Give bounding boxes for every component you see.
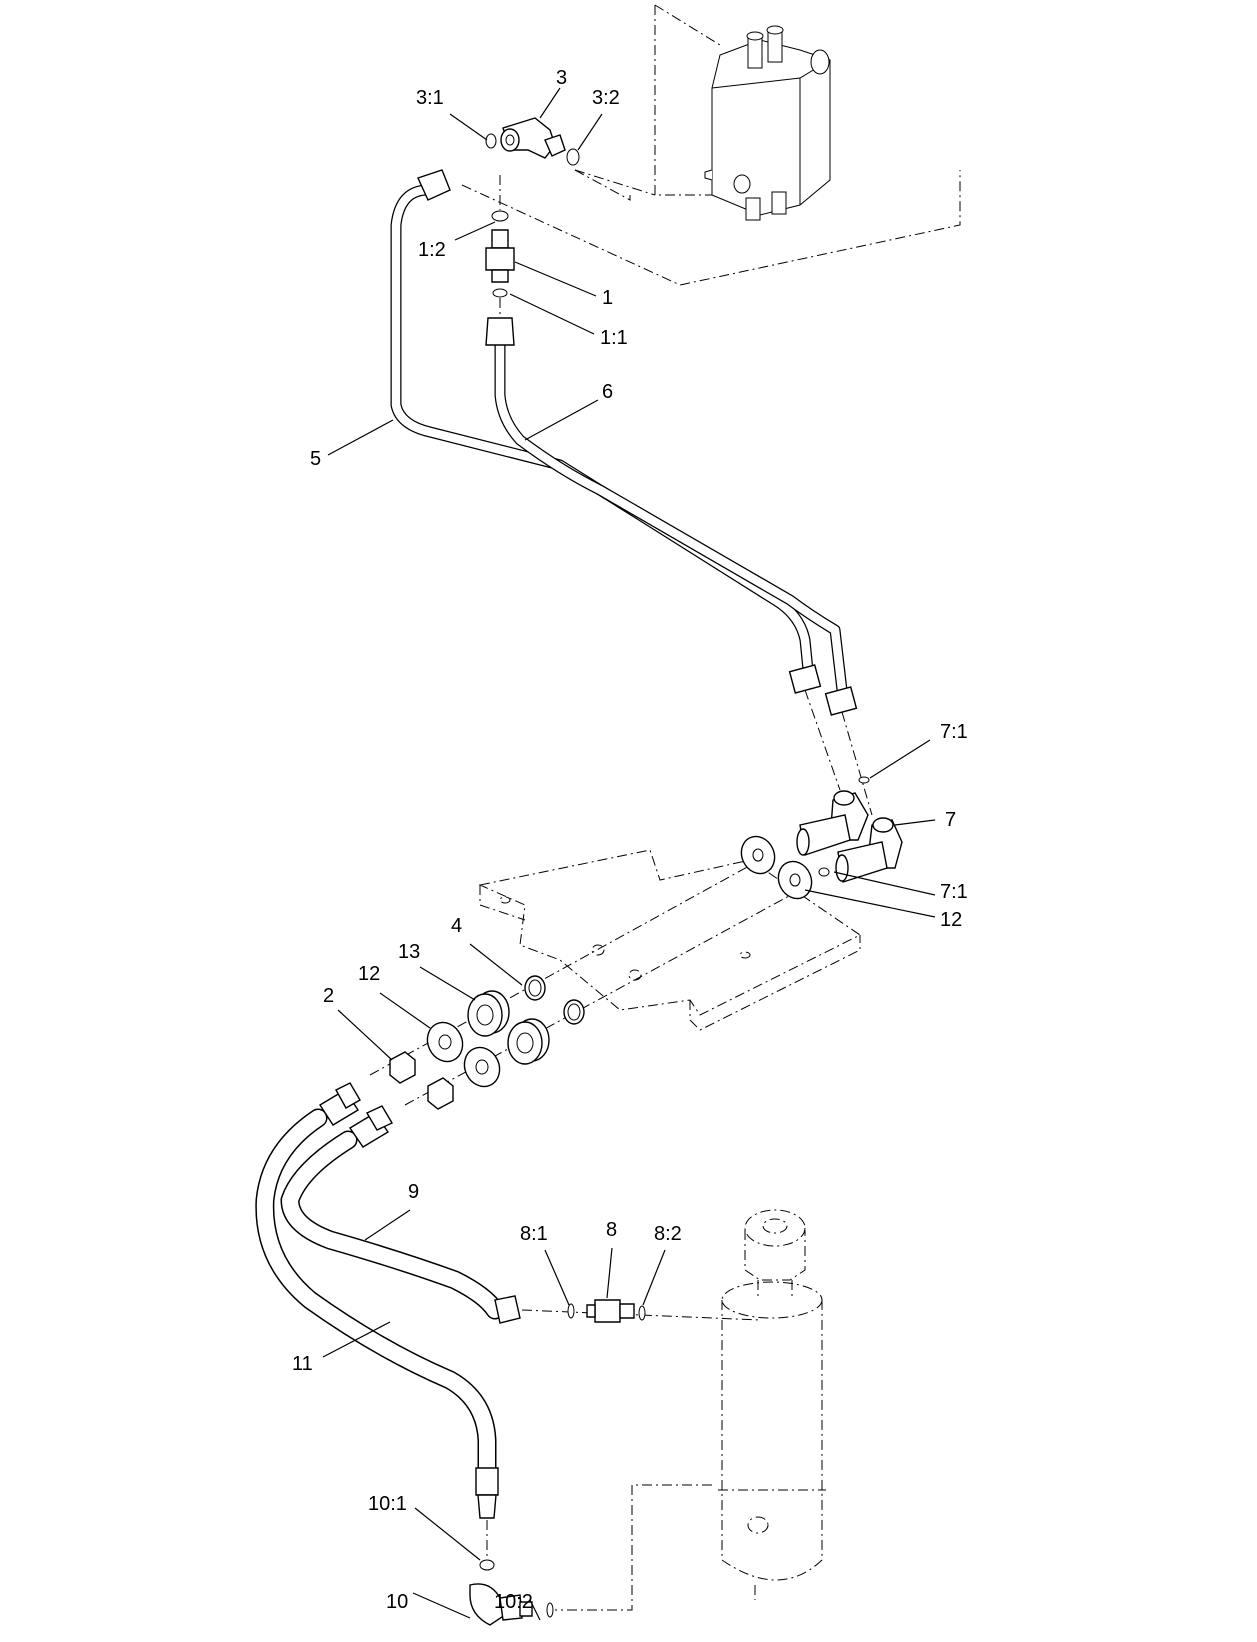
callout-8-1: 8:1 xyxy=(520,1223,548,1245)
fitting-10 xyxy=(469,1520,554,1626)
callout-7-1a: 7:1 xyxy=(940,721,968,743)
callout-5: 5 xyxy=(310,448,321,470)
fitting-8 xyxy=(521,1299,761,1323)
callout-7: 7 xyxy=(945,809,956,831)
callout-4: 4 xyxy=(451,915,462,937)
callout-8: 8 xyxy=(606,1219,617,1241)
fitting-3-elbow xyxy=(485,117,580,166)
callout-7-1b: 7:1 xyxy=(940,881,968,903)
fitting-7-elbows xyxy=(796,776,903,883)
valve-block xyxy=(461,4,961,286)
callout-8-2: 8:2 xyxy=(654,1223,682,1245)
callout-labels: 3:1 3 3:2 1:2 1 1:1 6 5 7:1 7 7:1 12 4 1… xyxy=(292,67,968,1613)
tube-6 xyxy=(485,317,858,716)
callout-12a: 12 xyxy=(940,909,962,931)
callout-3-2: 3:2 xyxy=(592,87,620,109)
callout-6: 6 xyxy=(602,381,613,403)
callout-10-1: 10:1 xyxy=(368,1493,407,1515)
tube-5 xyxy=(390,169,822,694)
callout-1: 1 xyxy=(602,287,613,309)
callout-13: 13 xyxy=(398,941,420,963)
callout-11: 11 xyxy=(292,1353,313,1375)
spacer-4 xyxy=(524,975,585,1025)
callout-9: 9 xyxy=(408,1181,419,1203)
callout-12b: 12 xyxy=(358,963,380,985)
callout-3: 3 xyxy=(556,67,567,89)
callout-3-1: 3:1 xyxy=(416,87,444,109)
callout-2: 2 xyxy=(323,985,334,1007)
washer-12-right xyxy=(740,835,813,900)
hose-11 xyxy=(255,1082,499,1519)
hose-9 xyxy=(280,1105,521,1324)
washer-12-left xyxy=(426,1021,501,1088)
nut-2 xyxy=(389,1051,454,1110)
leader-lines xyxy=(322,87,936,1621)
callout-1-1: 1:1 xyxy=(600,327,628,349)
hydraulic-cylinder xyxy=(555,1209,826,1611)
fitting-1-straight xyxy=(485,175,515,316)
callout-10: 10 xyxy=(386,1591,408,1613)
callout-1-2: 1:2 xyxy=(418,239,446,261)
callout-10-2: 10:2 xyxy=(494,1591,533,1613)
grommet-13 xyxy=(467,990,550,1065)
